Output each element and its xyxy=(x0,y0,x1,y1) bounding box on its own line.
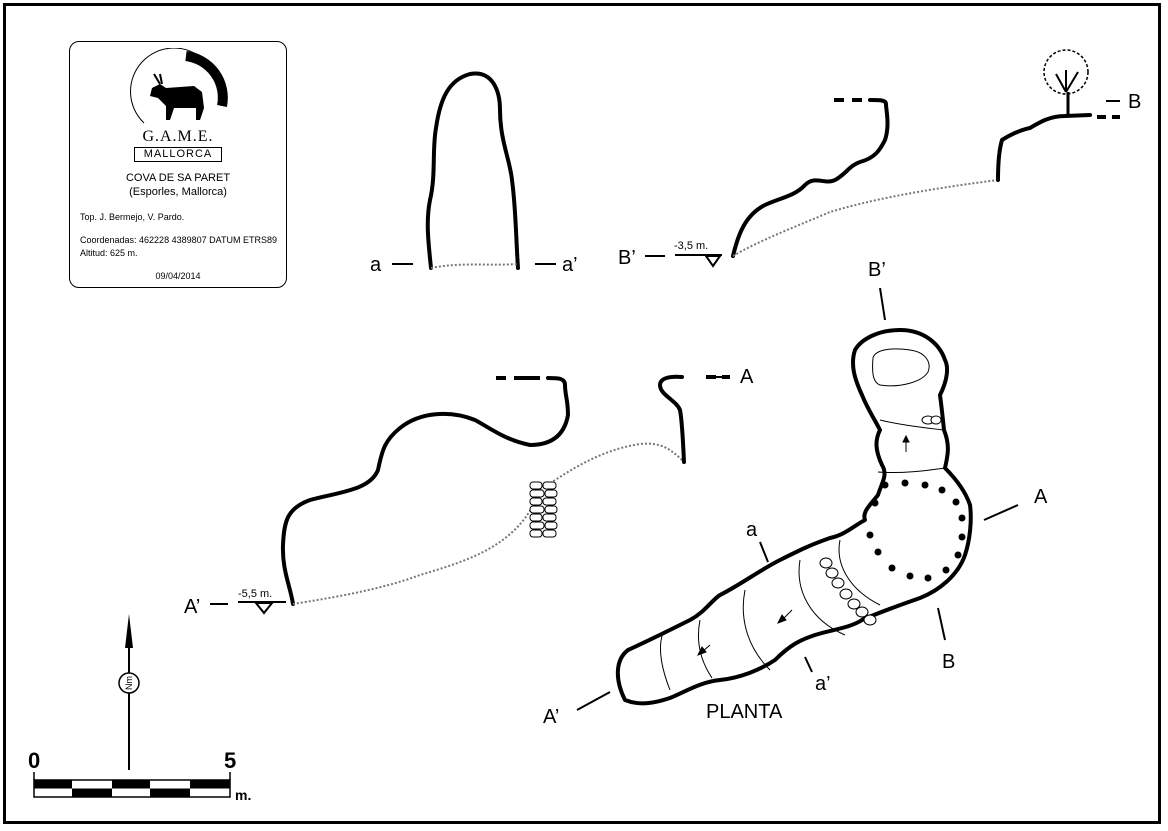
plan-label-a-prime: A’ xyxy=(543,706,559,728)
label-a-prime: a’ xyxy=(562,254,578,276)
slope-arrows xyxy=(696,434,910,656)
plan-view: B’ A B a a’ A’ PLANTA xyxy=(543,259,1048,728)
depth-b: -3,5 m. xyxy=(674,240,708,252)
cave-title: COVA DE SA PARET xyxy=(125,172,231,184)
north-arrow-icon: Nm xyxy=(118,614,140,770)
plan-label-b: B xyxy=(942,651,955,673)
section-a: a a’ xyxy=(370,71,578,276)
survey-date: 09/04/2014 xyxy=(155,271,201,281)
altitude: Altitud: 625 m. xyxy=(80,248,138,258)
goat-logo-icon xyxy=(130,48,228,124)
label-a2-prime: A’ xyxy=(184,596,200,618)
north-label: Nm xyxy=(124,676,134,690)
plan-label-a: A xyxy=(1034,486,1048,508)
map-frame xyxy=(3,3,1161,824)
label-a2: A xyxy=(740,366,754,388)
scale-start: 0 xyxy=(28,748,40,773)
legend-box: G.A.M.E. MALLORCA COVA DE SA PARET (Espo… xyxy=(69,41,287,288)
depth-a2: -5,5 m. xyxy=(238,588,272,600)
stone-wall xyxy=(529,481,558,538)
section-a2: A’ A -5,5 m. xyxy=(184,366,754,618)
topography-credit: Top. J. Bermejo, V. Pardo. xyxy=(80,212,185,222)
label-a: a xyxy=(370,254,382,276)
coordinates: Coordenadas: 462228 4389807 DATUM ETRS89 xyxy=(80,235,277,245)
label-b: B xyxy=(1128,91,1141,113)
label-b-prime: B’ xyxy=(618,247,636,269)
tree-icon xyxy=(1043,49,1089,95)
plan-label-b-prime: B’ xyxy=(868,259,886,281)
plan-stone-row xyxy=(819,415,942,626)
section-b: B’ B -3,5 m. xyxy=(618,49,1141,269)
cave-location: (Esporles, Mallorca) xyxy=(129,186,227,198)
scale-bar: 0 5 m. xyxy=(28,748,251,803)
shaft-dots xyxy=(866,479,966,582)
plan-title: PLANTA xyxy=(706,701,783,723)
scale-unit: m. xyxy=(235,787,251,803)
logo-subtitle: MALLORCA xyxy=(134,147,222,162)
plan-label-a-lower: a xyxy=(746,519,758,541)
scale-end: 5 xyxy=(224,748,236,773)
logo-text: G.A.M.E. xyxy=(142,128,214,145)
plan-label-a-lower-prime: a’ xyxy=(815,673,831,695)
